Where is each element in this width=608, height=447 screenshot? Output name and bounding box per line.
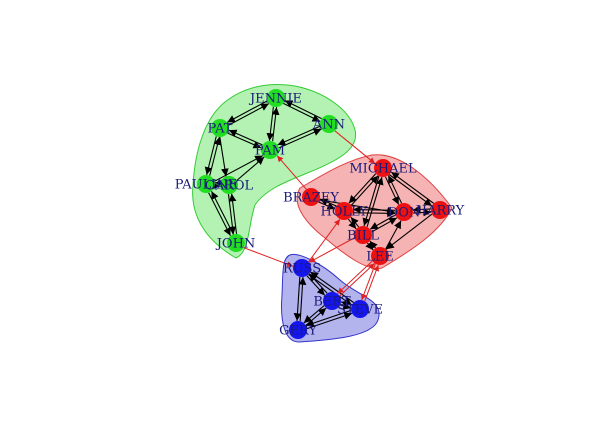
cross-edge-russ-holly [308, 218, 341, 263]
edge-pam-ann [278, 128, 322, 149]
cross-edge-john-russ [243, 247, 294, 267]
cross-edge-bill-russ [308, 237, 355, 263]
node-don [395, 203, 413, 221]
edge-steve-gery [305, 309, 352, 327]
node-label-michael: MICHAEL [349, 162, 417, 177]
node-label-carol: CAROL [205, 179, 254, 194]
node-label-steve: STEVE [337, 303, 383, 318]
node-russ [293, 259, 311, 277]
node-ann [320, 115, 338, 133]
nodes [197, 89, 449, 339]
edge-gery-russ [298, 277, 307, 322]
cross-edge-steve-lee [364, 264, 380, 302]
edge-harry-michael [390, 171, 435, 204]
edge-don-holly [353, 205, 396, 214]
node-john [227, 234, 245, 252]
edge-michael-don [384, 176, 400, 205]
edge-holly-michael [350, 175, 379, 206]
node-label-harry: HARRY [416, 204, 465, 219]
edge-pauline-pam [214, 155, 264, 182]
node-bert [323, 292, 341, 310]
node-label-gery: GERY [279, 324, 317, 339]
node-carol [220, 176, 238, 194]
edge-steve-russ [309, 271, 354, 303]
edge-russ-steve [308, 274, 353, 306]
edge-don-bill [369, 214, 396, 230]
cross-edge-bert-lee [339, 262, 375, 297]
node-harry [431, 201, 449, 219]
node-pat [211, 119, 229, 137]
node-brazey [302, 188, 320, 206]
edge-pam-jennie [271, 107, 280, 142]
edge-steve-bert [340, 300, 352, 308]
edge-john-carol [228, 193, 238, 234]
node-label-lee: LEE [366, 250, 394, 265]
edge-don-michael [387, 175, 403, 204]
node-label-ann: ANN [312, 118, 345, 133]
edge-pat-carol [219, 137, 229, 177]
edge-bill-don [371, 217, 398, 233]
node-label-holly: HOLLY [320, 205, 367, 220]
edge-harry-don [412, 205, 431, 214]
cross-edge-brazey-pam [276, 155, 307, 190]
node-lee [371, 247, 389, 265]
cross-edge-lee-steve [360, 263, 376, 301]
node-label-brazey: BRAZEY [283, 191, 339, 206]
edge-pat-jennie [228, 103, 270, 126]
node-bill [354, 226, 372, 244]
node-michael [374, 159, 392, 177]
edge-michael-harry [388, 174, 433, 207]
node-pauline [197, 175, 215, 193]
cross-edge-lee-bert [337, 260, 373, 295]
edge-pam-pat [228, 129, 263, 146]
node-label-pauline: PAULINE [175, 178, 238, 193]
node-label-russ: RUSS [283, 262, 321, 277]
node-label-don: DON [388, 206, 420, 221]
node-label-bert: BERT [313, 295, 351, 310]
node-steve [351, 300, 369, 318]
edge-ann-jennie [284, 100, 322, 120]
edge-lee-bill [369, 240, 378, 250]
node-label-bill: BILL [347, 229, 379, 244]
edge-bill-michael [366, 176, 384, 227]
edge-carol-pam [236, 156, 265, 181]
node-jennie [267, 89, 285, 107]
node-label-pat: PAT [208, 122, 233, 137]
edge-pauline-john [208, 192, 231, 236]
hull-red [296, 154, 453, 270]
edge-bill-holly [350, 216, 360, 228]
node-label-pam: PAM [255, 144, 285, 159]
node-pam [261, 141, 279, 159]
node-label-jennie: JENNIE [248, 92, 302, 107]
cross-community-edges [243, 130, 380, 302]
edge-harry-lee [385, 213, 433, 250]
cross-edge-ann-michael [334, 130, 376, 164]
node-label-john: JOHN [215, 237, 256, 252]
node-gery [289, 321, 307, 339]
edge-pauline-pat [209, 136, 222, 176]
edges [204, 100, 435, 330]
node-holly [335, 202, 353, 220]
